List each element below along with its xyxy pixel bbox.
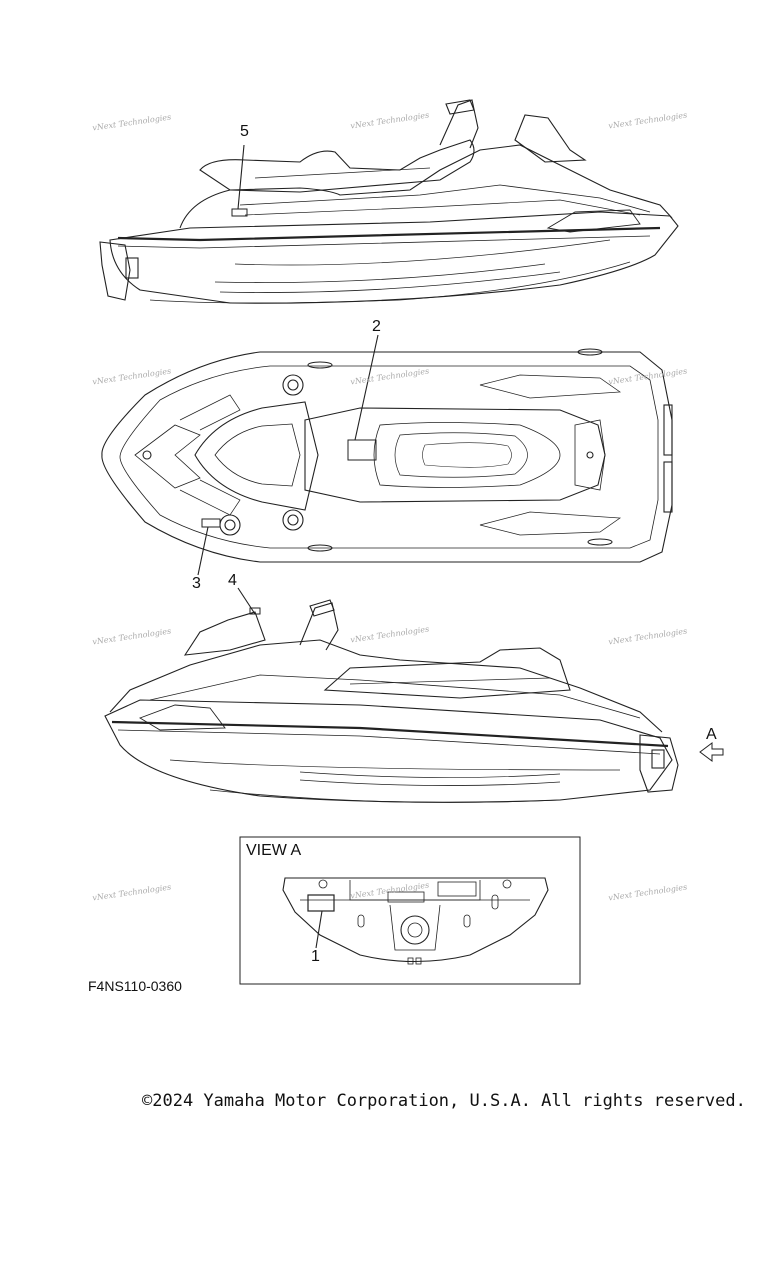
side-view-upper bbox=[99, 99, 679, 304]
view-a-box bbox=[239, 836, 581, 985]
top-view bbox=[101, 334, 673, 576]
callout-3: 3 bbox=[192, 575, 201, 592]
callout-1: 1 bbox=[311, 948, 320, 965]
direction-label-a: A bbox=[706, 726, 717, 743]
callout-2: 2 bbox=[372, 318, 381, 335]
side-view-lower bbox=[104, 587, 724, 803]
copyright-notice: ©2024 Yamaha Motor Corporation, U.S.A. A… bbox=[142, 1091, 746, 1111]
callout-5: 5 bbox=[240, 123, 249, 140]
view-a-label: VIEW A bbox=[246, 842, 302, 859]
part-code: F4NS110-0360 bbox=[88, 978, 182, 994]
callout-4: 4 bbox=[228, 572, 237, 589]
